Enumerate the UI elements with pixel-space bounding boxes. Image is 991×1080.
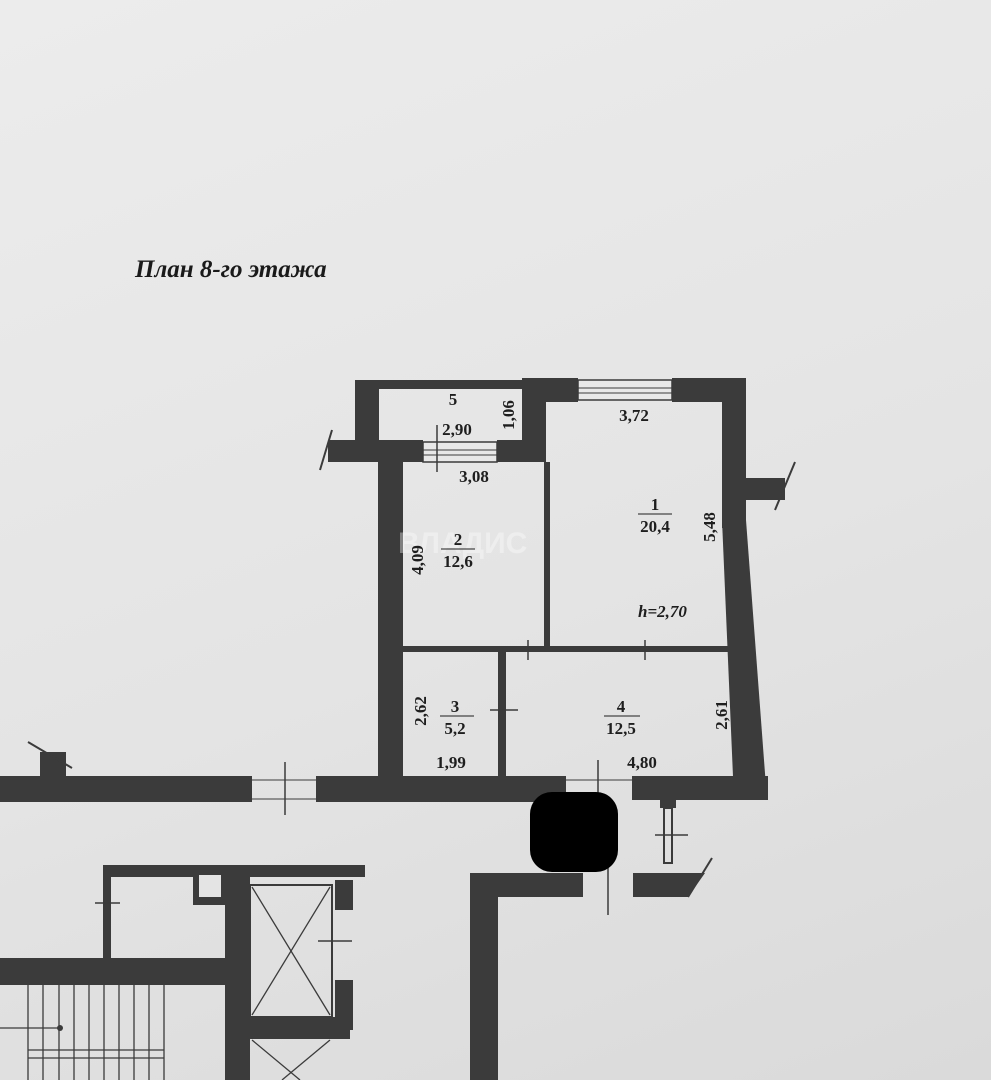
dim-room1-width: 3,72 xyxy=(619,406,649,425)
dim-room4-width: 4,80 xyxy=(627,753,657,772)
dim-room3-width: 1,99 xyxy=(436,753,466,772)
room-4-number: 4 xyxy=(617,697,626,716)
room-labels: 5 1 20,4 2 12,6 3 5,2 4 12,5 h=2,70 xyxy=(440,390,687,738)
dim-balcony-width: 2,90 xyxy=(442,420,472,439)
dim-room2-width: 3,08 xyxy=(459,467,489,486)
dim-room4-length: 2,61 xyxy=(712,700,731,730)
room-1-area: 20,4 xyxy=(640,517,670,536)
dim-balcony-depth: 1,06 xyxy=(499,400,518,430)
room-2-number: 2 xyxy=(454,530,463,549)
room-3-number: 3 xyxy=(451,697,460,716)
watermark-logo: ВЛАДИС xyxy=(398,527,527,560)
door-marks xyxy=(252,425,646,815)
room-5-number: 5 xyxy=(449,390,458,409)
room-2-area: 12,6 xyxy=(443,552,473,571)
dim-room2-length: 4,09 xyxy=(408,545,427,575)
common-area-walls xyxy=(0,798,713,1080)
redaction-blot xyxy=(530,792,618,872)
windows xyxy=(422,379,673,463)
ceiling-height: h=2,70 xyxy=(638,602,687,621)
dim-room3-length: 2,62 xyxy=(411,696,430,726)
room-4-area: 12,5 xyxy=(606,719,636,738)
dimension-labels: 2,90 1,06 3,72 5,48 3,08 4,09 2,62 1,99 … xyxy=(408,400,731,772)
room-1-number: 1 xyxy=(651,495,660,514)
apartment-walls xyxy=(0,378,796,802)
room-3-area: 5,2 xyxy=(444,719,465,738)
plan-title: План 8-го этажа xyxy=(134,256,327,283)
dim-room1-length: 5,48 xyxy=(700,512,719,542)
